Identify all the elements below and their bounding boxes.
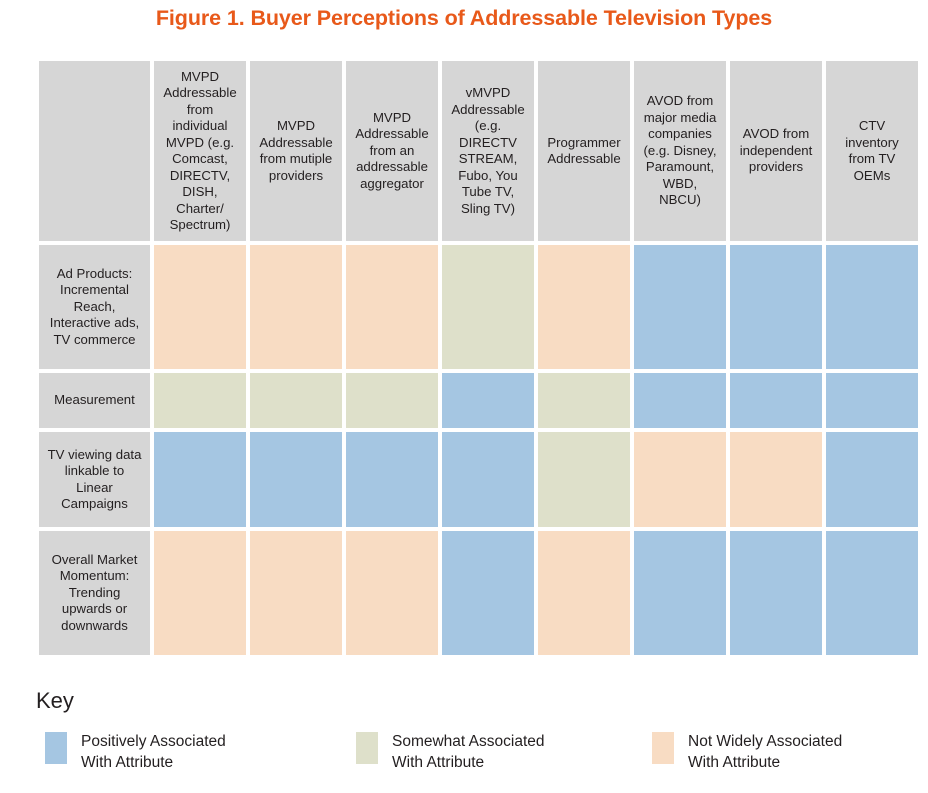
matrix-cell-r1c3 xyxy=(442,373,534,428)
matrix-cell-r3c1 xyxy=(250,531,342,655)
legend-swatch-green-icon xyxy=(356,732,378,764)
matrix-cell-r3c4 xyxy=(538,531,630,655)
matrix-cell-r1c1 xyxy=(250,373,342,428)
column-header-mvpd-aggregator: MVPD Addressable from an addressable agg… xyxy=(346,61,438,241)
column-header-mvpd-multiple: MVPD Addressable from mutiple providers xyxy=(250,61,342,241)
column-header-avod-independent: AVOD from independent providers xyxy=(730,61,822,241)
matrix-cell-r1c5 xyxy=(634,373,726,428)
table-header-row: MVPD Addressable from individual MVPD (e… xyxy=(39,61,918,241)
matrix-cell-r0c1 xyxy=(250,245,342,369)
matrix-cell-r0c0 xyxy=(154,245,246,369)
column-header-vmvpd: vMVPD Addressable (e.g. DIRECTV STREAM, … xyxy=(442,61,534,241)
matrix-cell-r1c6 xyxy=(730,373,822,428)
matrix-cell-r1c0 xyxy=(154,373,246,428)
matrix-cell-r1c4 xyxy=(538,373,630,428)
matrix-cell-r0c6 xyxy=(730,245,822,369)
matrix-cell-r0c2 xyxy=(346,245,438,369)
matrix-cell-r1c7 xyxy=(826,373,918,428)
matrix-cell-r0c4 xyxy=(538,245,630,369)
row-label-market-momentum: Overall Market Momentum: Trending upward… xyxy=(39,531,150,655)
legend-item-positive: Positively Associated With Attribute xyxy=(45,731,226,773)
column-header-programmer: Programmer Addressable xyxy=(538,61,630,241)
matrix-cell-r2c4 xyxy=(538,432,630,527)
column-header-mvpd-individual: MVPD Addressable from individual MVPD (e… xyxy=(154,61,246,241)
key-heading: Key xyxy=(36,688,74,713)
row-label-ad-products: Ad Products: Incremental Reach, Interact… xyxy=(39,245,150,369)
table-row: Measurement xyxy=(39,373,918,428)
table-row: TV viewing data linkable to Linear Campa… xyxy=(39,432,918,527)
matrix-cell-r3c0 xyxy=(154,531,246,655)
column-header-avod-major: AVOD from major media companies (e.g. Di… xyxy=(634,61,726,241)
matrix-cell-r2c7 xyxy=(826,432,918,527)
legend-item-not-widely: Not Widely Associated With Attribute xyxy=(652,731,842,773)
matrix-cell-r1c2 xyxy=(346,373,438,428)
matrix-cell-r0c3 xyxy=(442,245,534,369)
legend-label-somewhat: Somewhat Associated With Attribute xyxy=(392,733,545,771)
matrix-cell-r3c2 xyxy=(346,531,438,655)
table-row: Overall Market Momentum: Trending upward… xyxy=(39,531,918,655)
perception-matrix: MVPD Addressable from individual MVPD (e… xyxy=(35,57,922,659)
matrix-cell-r2c2 xyxy=(346,432,438,527)
matrix-cell-r2c6 xyxy=(730,432,822,527)
matrix-cell-r2c5 xyxy=(634,432,726,527)
matrix-cell-r2c0 xyxy=(154,432,246,527)
matrix-cell-r3c6 xyxy=(730,531,822,655)
table-row: Ad Products: Incremental Reach, Interact… xyxy=(39,245,918,369)
legend-swatch-blue-icon xyxy=(45,732,67,764)
legend-swatch-peach-icon xyxy=(652,732,674,764)
matrix-cell-r2c1 xyxy=(250,432,342,527)
page-title: Figure 1. Buyer Perceptions of Addressab… xyxy=(155,6,773,30)
legend-item-somewhat: Somewhat Associated With Attribute xyxy=(356,731,545,773)
row-label-measurement: Measurement xyxy=(39,373,150,428)
matrix-cell-r0c5 xyxy=(634,245,726,369)
matrix-cell-r3c7 xyxy=(826,531,918,655)
column-header-ctv-oem: CTV inventory from TV OEMs xyxy=(826,61,918,241)
legend-label-positive: Positively Associated With Attribute xyxy=(81,733,226,771)
row-label-tv-viewing-data: TV viewing data linkable to Linear Campa… xyxy=(39,432,150,527)
legend: Positively Associated With Attribute Som… xyxy=(36,731,916,781)
table-corner-cell xyxy=(39,61,150,241)
legend-label-not-widely: Not Widely Associated With Attribute xyxy=(688,733,843,771)
matrix-cell-r2c3 xyxy=(442,432,534,527)
matrix-cell-r3c3 xyxy=(442,531,534,655)
matrix-cell-r0c7 xyxy=(826,245,918,369)
matrix-cell-r3c5 xyxy=(634,531,726,655)
